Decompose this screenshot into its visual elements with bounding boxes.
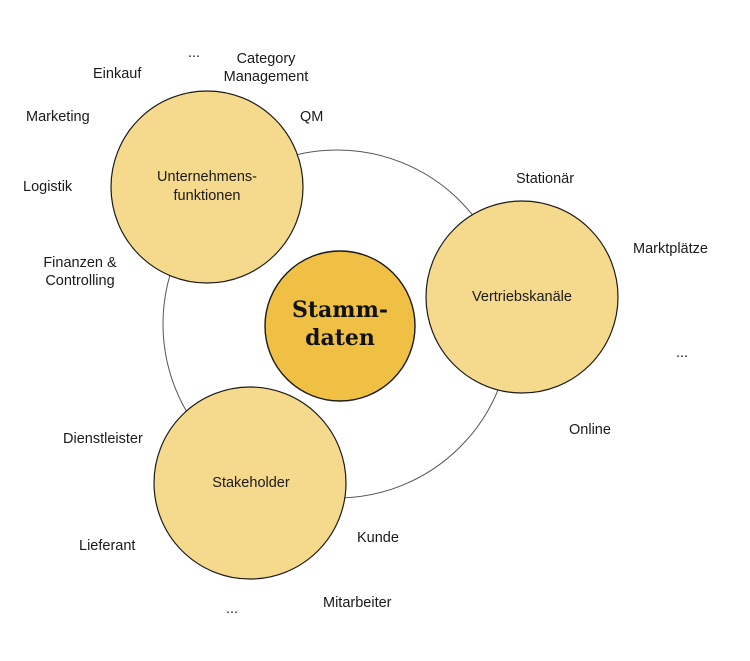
- unternehmensfunktionen-circle: [110, 90, 304, 284]
- label-stationaer: Stationär: [516, 171, 575, 187]
- node-unternehmensfunktionen-line2: funktionen: [173, 188, 241, 204]
- label-marktplaetze: Marktplätze: [633, 241, 708, 257]
- label-einkauf: Einkauf: [93, 66, 142, 82]
- node-stakeholder-label: Stakeholder: [212, 475, 290, 491]
- label-finanzen-line1: Finanzen &: [43, 255, 117, 271]
- label-unternehmen-ellipsis: ...: [188, 45, 201, 61]
- label-lieferant: Lieferant: [79, 538, 136, 554]
- stammdaten-circle: [264, 250, 416, 402]
- label-category-management: Category Management: [212, 50, 320, 86]
- node-unternehmensfunktionen-label: Unternehmens- funktionen: [127, 168, 287, 206]
- label-marketing: Marketing: [26, 109, 90, 125]
- center-title: Stamm- daten: [265, 296, 415, 352]
- label-dienstleister: Dienstleister: [63, 431, 143, 447]
- label-qm: QM: [300, 109, 324, 125]
- node-unternehmensfunktionen-line1: Unternehmens-: [157, 169, 257, 185]
- stakeholder-circle: [153, 386, 347, 580]
- label-mitarbeiter: Mitarbeiter: [323, 595, 392, 611]
- center-title-line1: Stamm-: [292, 297, 388, 323]
- vertriebskanaele-circle: [425, 200, 619, 394]
- label-vertrieb-ellipsis: ...: [676, 345, 689, 361]
- label-online: Online: [569, 422, 611, 438]
- center-title-line2: daten: [305, 325, 375, 351]
- node-vertriebskanaele-label: Vertriebskanäle: [472, 289, 572, 305]
- label-logistik: Logistik: [23, 179, 73, 195]
- label-category-line2: Management: [223, 69, 309, 85]
- label-finanzen-line2: Controlling: [45, 273, 115, 289]
- label-kunde: Kunde: [357, 530, 399, 546]
- label-category-line1: Category: [236, 51, 296, 67]
- label-finanzen-controlling: Finanzen & Controlling: [30, 254, 130, 290]
- label-stakeholder-ellipsis: ...: [226, 601, 239, 617]
